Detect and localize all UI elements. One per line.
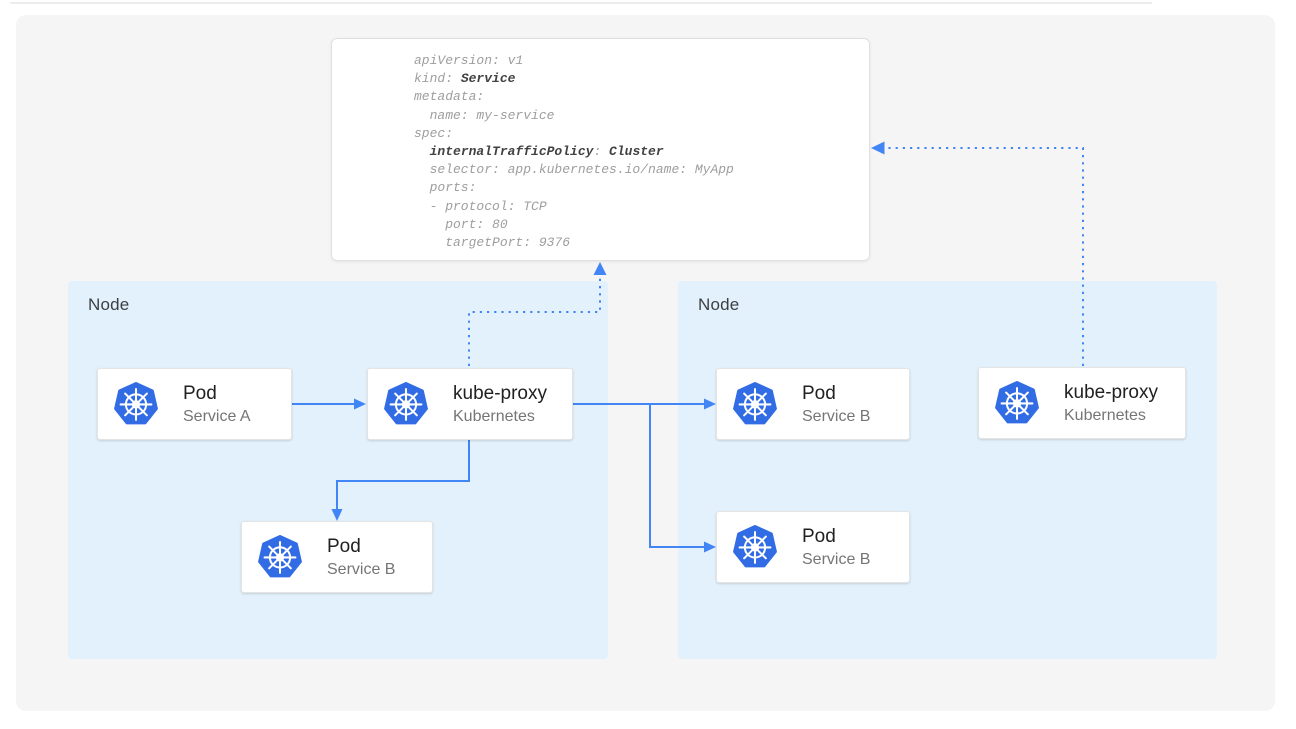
card-subtitle: Service B (802, 407, 870, 426)
node-left-label: Node (88, 295, 129, 315)
card-title: Pod (183, 383, 251, 405)
card-subtitle: Service B (802, 550, 870, 569)
card-title: kube-proxy (453, 383, 547, 405)
kubernetes-icon (732, 382, 778, 426)
kubernetes-icon (732, 525, 778, 569)
code-line: apiVersion: v1 (414, 52, 861, 70)
code-line: name: my-service (414, 107, 861, 125)
card-kube-proxy-left: kube-proxy Kubernetes (367, 368, 573, 440)
card-kube-proxy-right: kube-proxy Kubernetes (978, 367, 1186, 439)
card-title: Pod (802, 383, 870, 405)
code-line: ports: (414, 179, 861, 197)
service-yaml-box: apiVersion: v1kind: Servicemetadata: nam… (331, 38, 870, 261)
service-yaml-code: apiVersion: v1kind: Servicemetadata: nam… (332, 39, 869, 262)
card-title: Pod (327, 536, 395, 558)
card-pod-service-a: Pod Service A (97, 368, 292, 440)
card-title: kube-proxy (1064, 382, 1158, 404)
card-pod-service-b-right-bottom: Pod Service B (716, 511, 910, 583)
code-line: metadata: (414, 88, 861, 106)
card-pod-service-b-right-top: Pod Service B (716, 368, 910, 440)
card-subtitle: Kubernetes (453, 407, 547, 426)
code-line: kind: Service (414, 70, 861, 88)
node-right-label: Node (698, 295, 739, 315)
card-pod-service-b-left: Pod Service B (241, 521, 433, 593)
kubernetes-icon (257, 535, 303, 579)
card-subtitle: Service A (183, 407, 251, 426)
kubernetes-icon (113, 382, 159, 426)
top-divider (10, 2, 1152, 4)
kubernetes-icon (994, 381, 1040, 425)
code-line: selector: app.kubernetes.io/name: MyApp (414, 161, 861, 179)
node-right: Node (678, 281, 1217, 659)
node-left: Node (68, 281, 608, 659)
code-line: port: 80 (414, 216, 861, 234)
code-line: - protocol: TCP (414, 198, 861, 216)
kubernetes-icon (383, 382, 429, 426)
card-subtitle: Service B (327, 560, 395, 579)
code-line: internalTrafficPolicy: Cluster (414, 143, 861, 161)
card-title: Pod (802, 526, 870, 548)
code-line: targetPort: 9376 (414, 234, 861, 252)
card-subtitle: Kubernetes (1064, 406, 1158, 425)
code-line: spec: (414, 125, 861, 143)
